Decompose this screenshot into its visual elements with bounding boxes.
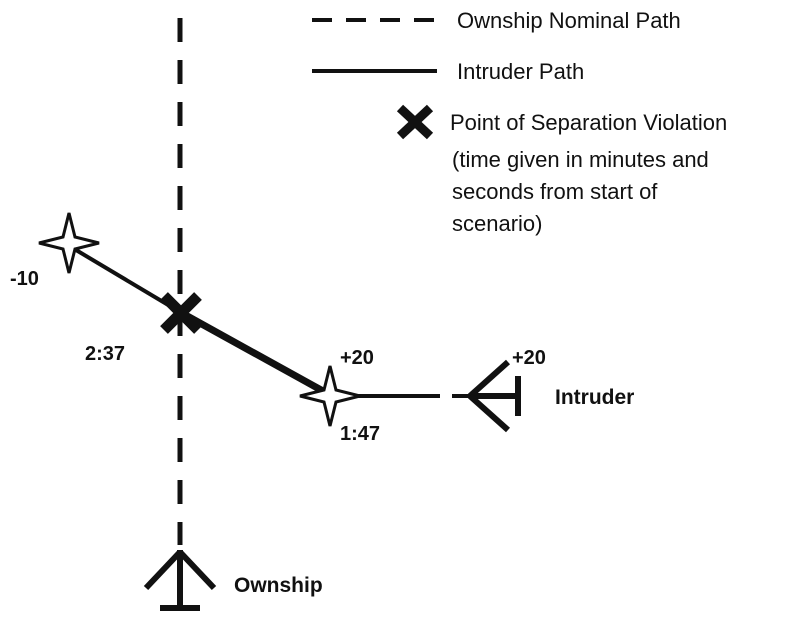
four-point-star-icon [299,365,361,427]
waypoint-mid-time: 1:47 [340,423,380,445]
ownship-label: Ownship [234,574,323,597]
legend-violation-note-line-2: seconds from start of [452,179,658,204]
legend-violation-label: Point of Separation Violation [450,110,727,135]
aircraft-symbol-icon [143,549,217,611]
intruder-altitude: +20 [512,347,546,369]
x-mark-icon [160,292,202,334]
legend-violation-note-line-1: (time given in minutes and [452,147,709,172]
legend-ownship-path-label: Ownship Nominal Path [457,8,681,33]
waypoint-left-altitude: -10 [10,268,39,290]
x-mark-icon [396,104,434,140]
aircraft-symbol-icon [467,359,521,433]
legend-violation-note-line-3: scenario) [452,211,542,236]
legend: Ownship Nominal Path Intruder Path Point… [312,8,727,236]
four-point-star-icon [38,212,100,274]
intruder-path [74,248,470,400]
violation-time-label: 2:37 [85,343,125,365]
waypoint-mid-altitude: +20 [340,347,374,369]
legend-intruder-path-label: Intruder Path [457,59,584,84]
intruder-label: Intruder [555,386,634,409]
